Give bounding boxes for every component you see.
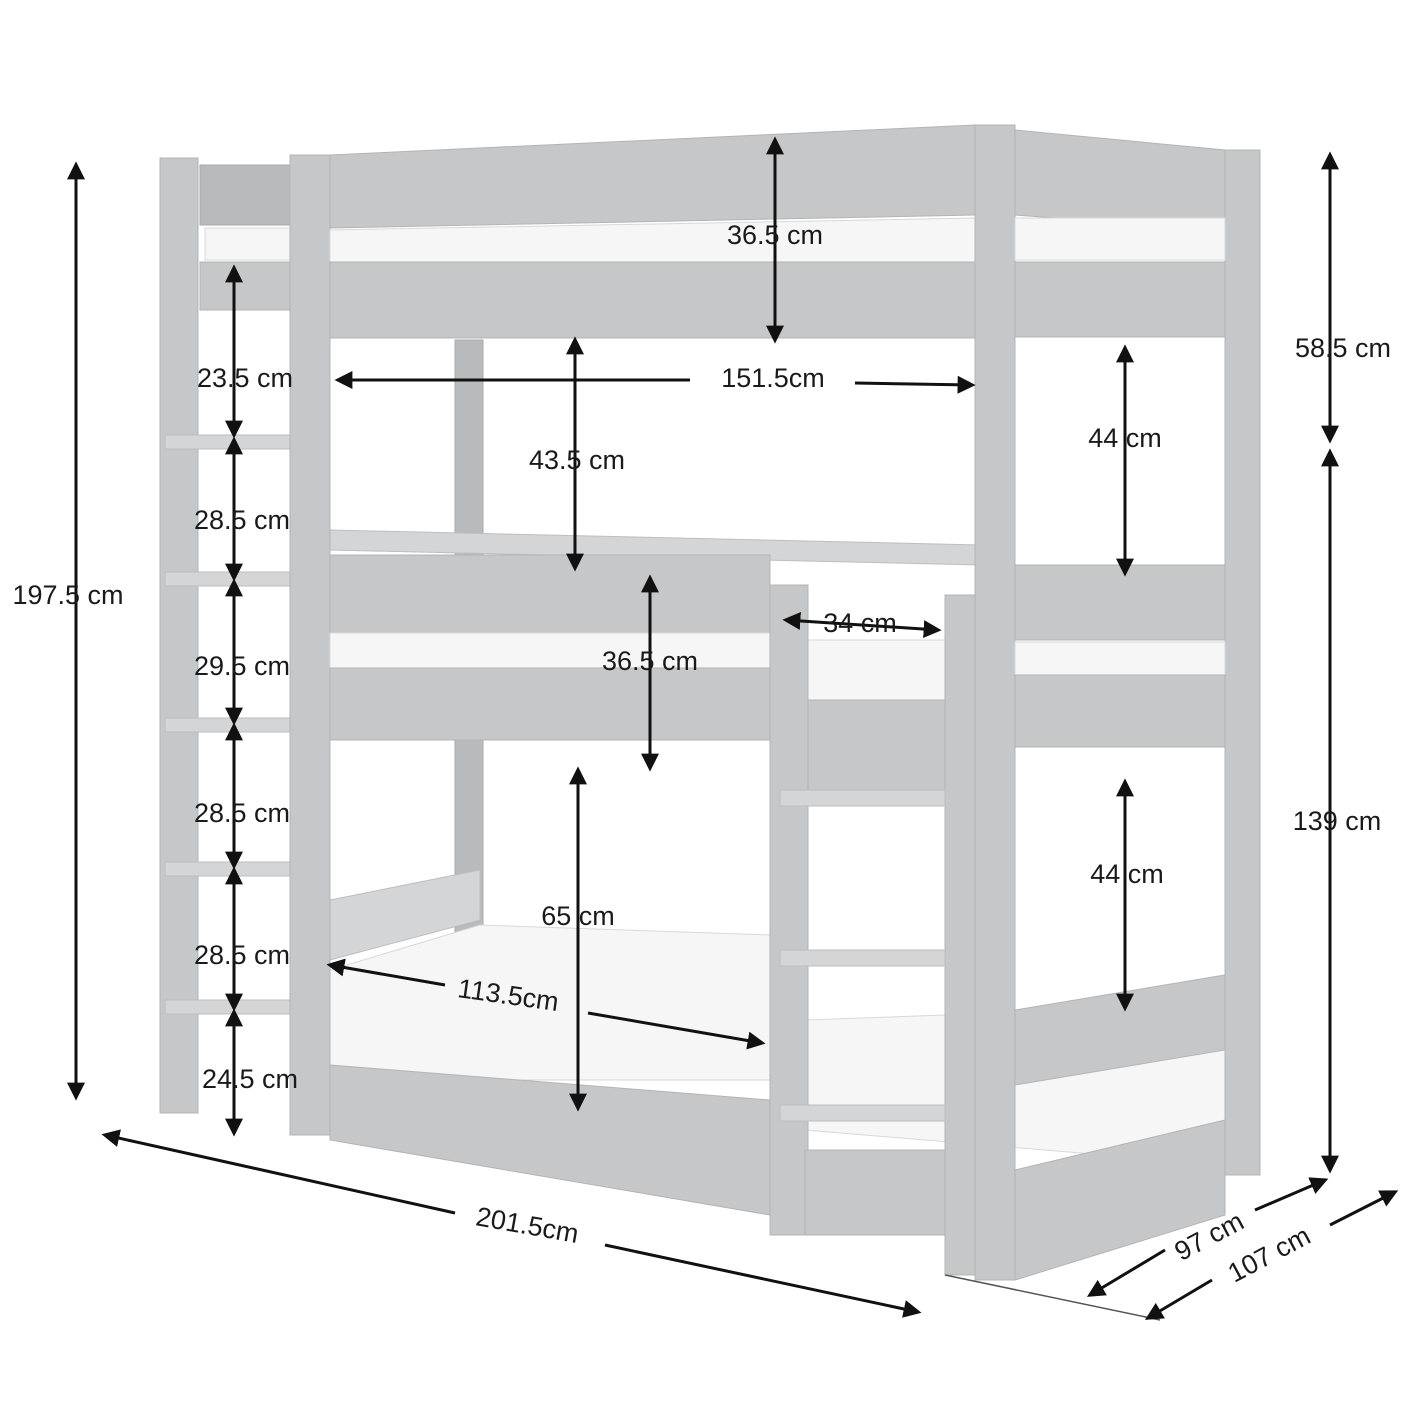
- label-total-height: 197.5 cm: [12, 580, 123, 610]
- top-guard-lower: [329, 261, 976, 339]
- right-middle-rail: [1014, 674, 1226, 748]
- top-mattress-left: [204, 227, 291, 261]
- label-ladder-step-1: 23.5 cm: [197, 363, 293, 393]
- label-ladder-step-5: 28.5 cm: [194, 940, 290, 970]
- middle-mattress-right: [804, 639, 946, 701]
- right-top-rail: [1014, 261, 1226, 338]
- right-bottom-rail: [1014, 1119, 1226, 1281]
- label-middle-guard-height: 36.5 cm: [602, 646, 698, 676]
- right-middle-panel: [1014, 564, 1226, 641]
- arrow-bottom-opening-right: [587, 1011, 766, 1050]
- middle-ladder-post-left: [769, 584, 809, 1236]
- bunk-bed-illustration: [159, 124, 1261, 1321]
- arrow-inner-width-right: [1254, 1177, 1329, 1212]
- label-ladder-step-4: 28.5 cm: [194, 798, 290, 828]
- arrow-total-width-left: [1144, 1278, 1213, 1320]
- middle-mattress: [329, 632, 771, 669]
- left-front-post: [289, 154, 331, 1136]
- label-ladder-step-2: 28.5 cm: [194, 505, 290, 535]
- left-top-rail: [199, 261, 291, 311]
- middle-guard-upper: [329, 554, 771, 634]
- arrow-total-length-right: [604, 1243, 922, 1318]
- label-top-inner-length: 151.5cm: [721, 363, 825, 393]
- top-mattress-end: [1014, 217, 1226, 261]
- ladder-rung: [164, 434, 291, 450]
- ladder-rung: [164, 999, 291, 1015]
- ladder-rung: [164, 571, 291, 587]
- middle-rail-right: [804, 699, 946, 791]
- label-lower-total-height: 139 cm: [1293, 806, 1382, 836]
- bottom-front-rail: [329, 1064, 771, 1216]
- middle-ladder-post-right: [944, 594, 978, 1276]
- middle-guard-lower: [329, 667, 771, 741]
- top-guard-upper: [329, 124, 976, 229]
- arrow-bottom-opening-left: [326, 958, 446, 987]
- right-bottom-panel: [1014, 974, 1226, 1086]
- ladder-rung: [779, 1104, 946, 1122]
- arrow-length-top-right: [854, 375, 976, 394]
- label-lower-gap-right: 44 cm: [1090, 859, 1164, 889]
- ladder-rung: [164, 861, 291, 877]
- right-front-post: [974, 124, 1016, 1281]
- ladder-rung: [779, 789, 946, 807]
- label-total-length: 201.5cm: [474, 1201, 581, 1249]
- label-bottom-clearance: 65 cm: [541, 901, 615, 931]
- label-middle-clearance: 43.5 cm: [529, 445, 625, 475]
- label-top-clearance-right: 58.5 cm: [1295, 333, 1391, 363]
- right-back-post: [1224, 149, 1261, 1176]
- label-ladder-entry-width: 34 cm: [823, 608, 897, 638]
- arrow-total-width-right: [1329, 1190, 1399, 1227]
- label-top-gap-right: 44 cm: [1088, 423, 1162, 453]
- label-ladder-step-3: 29.5 cm: [194, 651, 290, 681]
- arrow-inner-width-left: [1086, 1248, 1166, 1297]
- left-ladder-post: [159, 157, 199, 1114]
- label-ladder-step-6: 24.5 cm: [202, 1064, 298, 1094]
- floor-line: [944, 1274, 1161, 1321]
- ladder-rung: [164, 717, 291, 733]
- ladder-rung: [779, 949, 946, 967]
- dimension-labels: 36.5 cm 23.5 cm 151.5cm 58.5 cm 44 cm 43…: [12, 220, 1391, 1288]
- arrow-total-length-left: [101, 1129, 456, 1215]
- arrow-entry-width: [782, 611, 942, 639]
- dimension-arrows: [67, 136, 1399, 1320]
- bottom-drawer-front-right: [804, 1149, 946, 1236]
- left-headboard-top: [199, 164, 291, 226]
- right-top-panel: [1014, 129, 1226, 231]
- label-top-guard-height: 36.5 cm: [727, 220, 823, 250]
